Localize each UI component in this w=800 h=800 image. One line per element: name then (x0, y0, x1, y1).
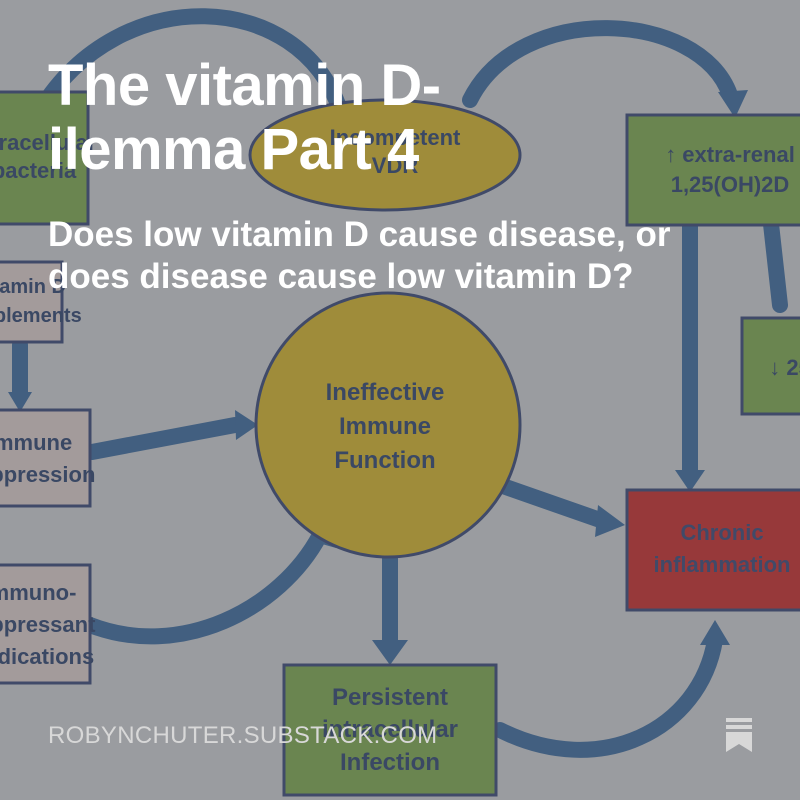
publication-domain-link[interactable]: ROBYNCHUTER.SUBSTACK.COM (48, 722, 438, 749)
post-subtitle: Does low vitamin D cause disease, or doe… (48, 215, 671, 296)
bookmark-icon[interactable] (726, 718, 752, 752)
post-title[interactable]: The vitamin D-ilemma Part 4 (48, 53, 441, 182)
